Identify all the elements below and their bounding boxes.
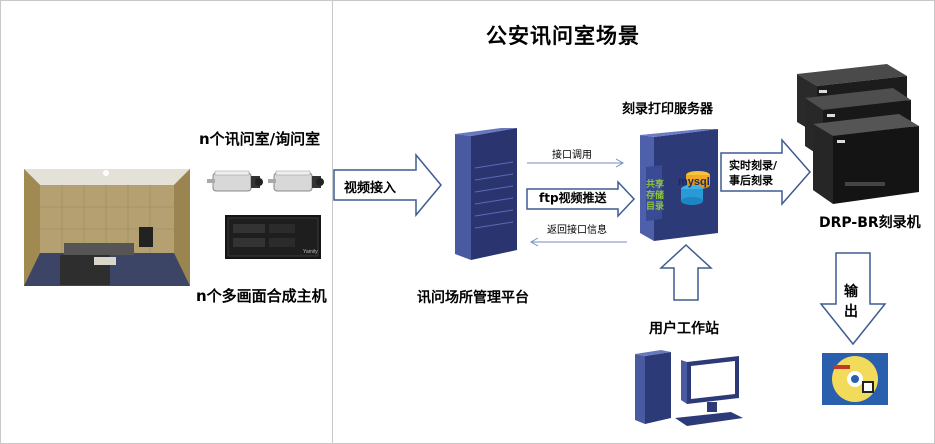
burn-print-server-icon: 共享 存储 目录 mysql [640, 129, 718, 241]
burn-mode-arrow [720, 138, 811, 206]
recorder-label: DRP-BR刻录机 [819, 215, 921, 231]
output-label-1: 输 [844, 284, 858, 300]
share-dir-text: 共享 [646, 178, 664, 190]
workstation-computer-icon [635, 350, 743, 426]
burn-mode-line-2: 事后刻录 [729, 174, 773, 187]
multi-screen-host-icon: Yamily [225, 215, 321, 259]
video-input-label: 视频接入 [344, 181, 397, 196]
rooms-label: n个讯问室/询问室 [199, 130, 321, 148]
platform-label: 讯问场所管理平台 [417, 290, 529, 306]
api-return-arrow [529, 237, 627, 247]
management-server-icon [455, 128, 517, 260]
diagram-title: 公安讯问室场景 [486, 24, 640, 48]
mysql-text: mysql [678, 176, 710, 188]
video-input-arrow [333, 152, 442, 218]
disc-recorder-icon [797, 64, 919, 204]
api-call-label: 接口调用 [552, 150, 592, 161]
camera-icon [207, 170, 263, 192]
ftp-push-arrow [526, 180, 636, 218]
workstation-up-arrow [659, 243, 713, 301]
ftp-push-label: ftp视频推送 [539, 191, 607, 205]
share-dir-text: 存储 [646, 189, 664, 201]
output-label-2: 出 [844, 304, 858, 320]
interrogation-room-photo [24, 169, 190, 286]
workstation-label: 用户工作站 [649, 321, 719, 337]
host-label: n个多画面合成主机 [196, 287, 327, 305]
api-call-arrow [527, 158, 625, 168]
disc-icon [822, 353, 888, 405]
share-dir-text: 目录 [646, 201, 664, 212]
camera-icon [268, 170, 324, 192]
server-title: 刻录打印服务器 [622, 102, 714, 117]
output-arrow [819, 252, 887, 346]
host-brand: Yamily [303, 249, 318, 255]
api-return-label: 返回接口信息 [547, 225, 607, 236]
burn-mode-line-1: 实时刻录/ [729, 159, 778, 172]
